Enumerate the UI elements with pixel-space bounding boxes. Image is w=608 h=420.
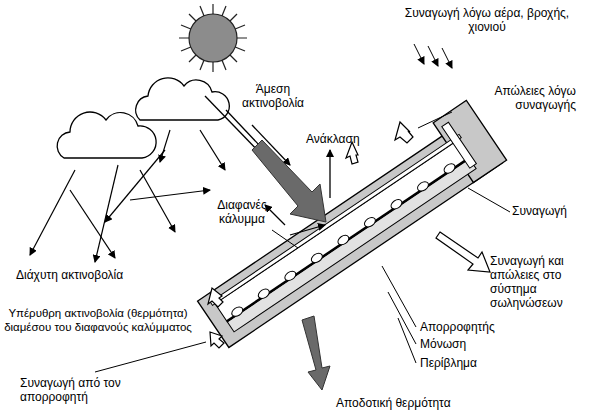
reradiation-arrow [290, 225, 325, 235]
callout-label: Απώλειες λόγω συναγωγής [440, 84, 576, 112]
absorber-pipe [310, 251, 324, 264]
callout-label: Συναγωγή και απώλειες στο σύστημα σωληνώ… [490, 254, 602, 310]
callout-label: Μόνωση [420, 337, 520, 351]
absorber-pipe [442, 162, 456, 175]
reradiation-arrow [265, 205, 285, 225]
absorber-pipe [363, 216, 377, 229]
sun [179, 4, 247, 72]
absorber-pipe [336, 233, 350, 246]
absorber-pipe [230, 305, 244, 318]
absorber-pipe [283, 269, 297, 282]
callout-label: Περίβλημα [420, 356, 520, 370]
callout-label: Ανάκλαση [306, 132, 376, 146]
callout-label: Συναγωγή [512, 204, 582, 218]
loss-arrows [208, 122, 490, 348]
solar-collector [189, 100, 507, 347]
callout-label: Υπέρυθρη ακτινοβολία (θερμότητα) διαμέσο… [3, 306, 193, 334]
absorber-pipe [257, 287, 271, 300]
callout-label: Αποδοτική θερμότητα [336, 396, 496, 410]
useful-heat-arrow [302, 316, 330, 390]
callout-label: Διάχυτη ακτινοβολία [16, 268, 146, 282]
callout-label: Συναγωγή λόγω αέρα, βροχής, χιονιού [392, 6, 582, 34]
callout-label: Άμεση ακτινοβολία [236, 82, 310, 110]
absorber-pipe [389, 198, 403, 211]
wind-arrows [414, 44, 452, 68]
diffuse-rays [30, 130, 225, 262]
callout-label: Διαφανές κάλυμμα [206, 198, 278, 226]
callout-label: Απορροφητής [420, 320, 520, 334]
cloud [57, 112, 156, 158]
callout-label: Συναγωγή από τον απορροφητή [20, 376, 138, 404]
absorber-pipe [416, 180, 430, 193]
cloud [136, 78, 230, 120]
reflection-arrow [329, 150, 330, 198]
